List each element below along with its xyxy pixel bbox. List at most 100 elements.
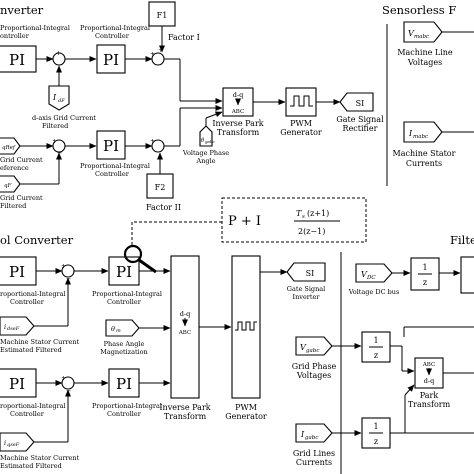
summer-top-1: + − (52, 49, 66, 69)
pwm-generator-top (285, 87, 317, 117)
svg-text:−: − (57, 61, 62, 69)
svg-text:P + I: P + I (228, 214, 261, 229)
pi-top-1-caption: ontroller (0, 32, 30, 40)
filter-output-block-1 (460, 256, 474, 294)
svg-text:1: 1 (373, 422, 378, 431)
svg-text:F1: F1 (157, 11, 168, 20)
svg-text:d-q: d-q (180, 310, 191, 318)
summer-top-4: + (150, 137, 165, 153)
svg-text:T: T (296, 209, 302, 218)
pi-top-1-caption-a: Proportional-Integral (0, 24, 70, 32)
svg-text:SI: SI (356, 99, 365, 108)
vphase-label-1: Voltage Phase (182, 149, 229, 157)
pi-controller-bottom-1: PI (0, 256, 37, 286)
gate-rect-label-2: Rectifier (343, 124, 378, 133)
svg-text:+: + (61, 262, 66, 270)
pi-bot-3-caption-1: roportional-Integral (0, 402, 66, 410)
svg-text:i: i (4, 323, 6, 331)
factor-box-f1: F1 (148, 1, 176, 27)
theta-gabc-tag: θ gabc (199, 125, 216, 147)
delay-block-2: 1 z (361, 331, 391, 363)
title-control-converter: ol Converter (0, 233, 74, 247)
svg-text:θ: θ (111, 325, 115, 333)
gate-inv-label-2: Inverter (293, 293, 321, 301)
svg-text:+: + (52, 137, 57, 145)
delay-block-3: 1 z (361, 417, 391, 449)
svg-text:V: V (300, 343, 307, 352)
phase-angle-mag-1: Phase Angle (104, 340, 145, 348)
inv-park-bot-label-1: Inverse Park (159, 403, 210, 412)
theta-m-input-tag: θ m (105, 319, 140, 337)
pi-bot-4-caption-1: Proportional-Integral (92, 402, 162, 410)
msc-bottom-2a: Machine Stator Current (0, 454, 80, 462)
magnifier-icon (123, 244, 157, 274)
machine-line-voltages-2: Voltages (407, 58, 442, 67)
park-transform-block: ABC d-q (414, 357, 444, 389)
machine-line-voltages-1: Machine Line (397, 48, 453, 57)
gate-signal-inverter-tag: SI (286, 262, 326, 282)
svg-text:−: − (66, 387, 71, 395)
daxis-label-2: Filtered (42, 122, 68, 130)
pwm-bot-label-1: PWM (235, 403, 257, 412)
svg-text:−: − (66, 275, 71, 283)
svg-text:2(z−1): 2(z−1) (298, 227, 325, 236)
pi-controller-bottom-3: PI (0, 368, 37, 398)
svg-text:PI: PI (9, 375, 25, 393)
park-label-2: Transform (408, 400, 451, 409)
vgabc-input-tag: V gabc (295, 336, 333, 356)
pwm-bot-label-2: Generator (225, 412, 267, 421)
pi-bot-2-caption-2: Controller (107, 298, 142, 306)
iqref-input-tag: qRef (0, 137, 21, 155)
svg-text:ABC: ABC (422, 362, 435, 368)
daxis-label-1: d-axis Grid Current (32, 114, 96, 122)
pi-controller-top-2: PI (96, 44, 126, 74)
gate-inv-label-1: Gate Signal (287, 285, 325, 293)
svg-text:I: I (408, 129, 413, 138)
svg-text:qF: qF (4, 183, 12, 189)
grid-filt-1: Grid Current (0, 194, 43, 202)
title-rectifier-converter: nverter (0, 3, 44, 17)
delay-block-1: 1 z (410, 257, 440, 291)
glc-label-2: Currents (296, 458, 332, 467)
msc-bottom-1a: Machine Stator Current (0, 338, 80, 346)
igabc-input-tag: I gabc (295, 423, 333, 443)
gate-rect-label-1: Gate Signal (336, 115, 384, 124)
svg-text:gabc: gabc (305, 435, 318, 441)
pi-formula-callout: P + I T s (z+1) 2(z−1) (221, 197, 367, 243)
pi-bot-1-caption-2: Controller (10, 298, 45, 306)
park-label-1: Park (420, 391, 439, 400)
svg-text:θ: θ (201, 138, 205, 144)
svg-text:SI: SI (306, 269, 315, 278)
svg-text:PI: PI (9, 51, 25, 69)
gate-signal-rectifier-tag: SI (339, 92, 374, 112)
svg-text:+: + (150, 50, 155, 58)
svg-text:d-q: d-q (233, 91, 244, 99)
svg-text:gabc: gabc (205, 139, 216, 144)
svg-text:PI: PI (116, 375, 132, 393)
svg-text:PI: PI (103, 137, 119, 155)
factor-2-label: Factor II (146, 203, 181, 212)
svg-text:I: I (52, 93, 57, 102)
svg-text:PI: PI (103, 51, 119, 69)
svg-text:qseF: qseF (7, 442, 20, 448)
factor-1-label: Factor I (168, 33, 200, 42)
grid-ref-1: Grid Current (0, 156, 43, 164)
inverse-park-bottom: d-q ABC (170, 255, 200, 399)
svg-text:ABC: ABC (231, 109, 244, 115)
iqf-input-tag: qF (0, 175, 21, 193)
svg-text:mabc: mabc (413, 134, 428, 140)
svg-text:qRef: qRef (2, 145, 16, 151)
pwm-top-label-2: Generator (280, 128, 322, 137)
svg-text:V: V (361, 270, 368, 279)
svg-text:gabc: gabc (306, 348, 319, 354)
svg-text:+: + (158, 46, 163, 54)
svg-text:PI: PI (116, 263, 132, 281)
pwm-top-label-1: PWM (290, 119, 312, 128)
svg-text:F2: F2 (155, 183, 166, 192)
svg-text:s: s (302, 214, 305, 220)
svg-text:DC: DC (366, 275, 376, 281)
vdc-input-tag: V DC (355, 263, 393, 283)
pi-top-2-caption-1: Proportional-Integral (80, 24, 150, 32)
svg-text:+: + (150, 137, 155, 145)
